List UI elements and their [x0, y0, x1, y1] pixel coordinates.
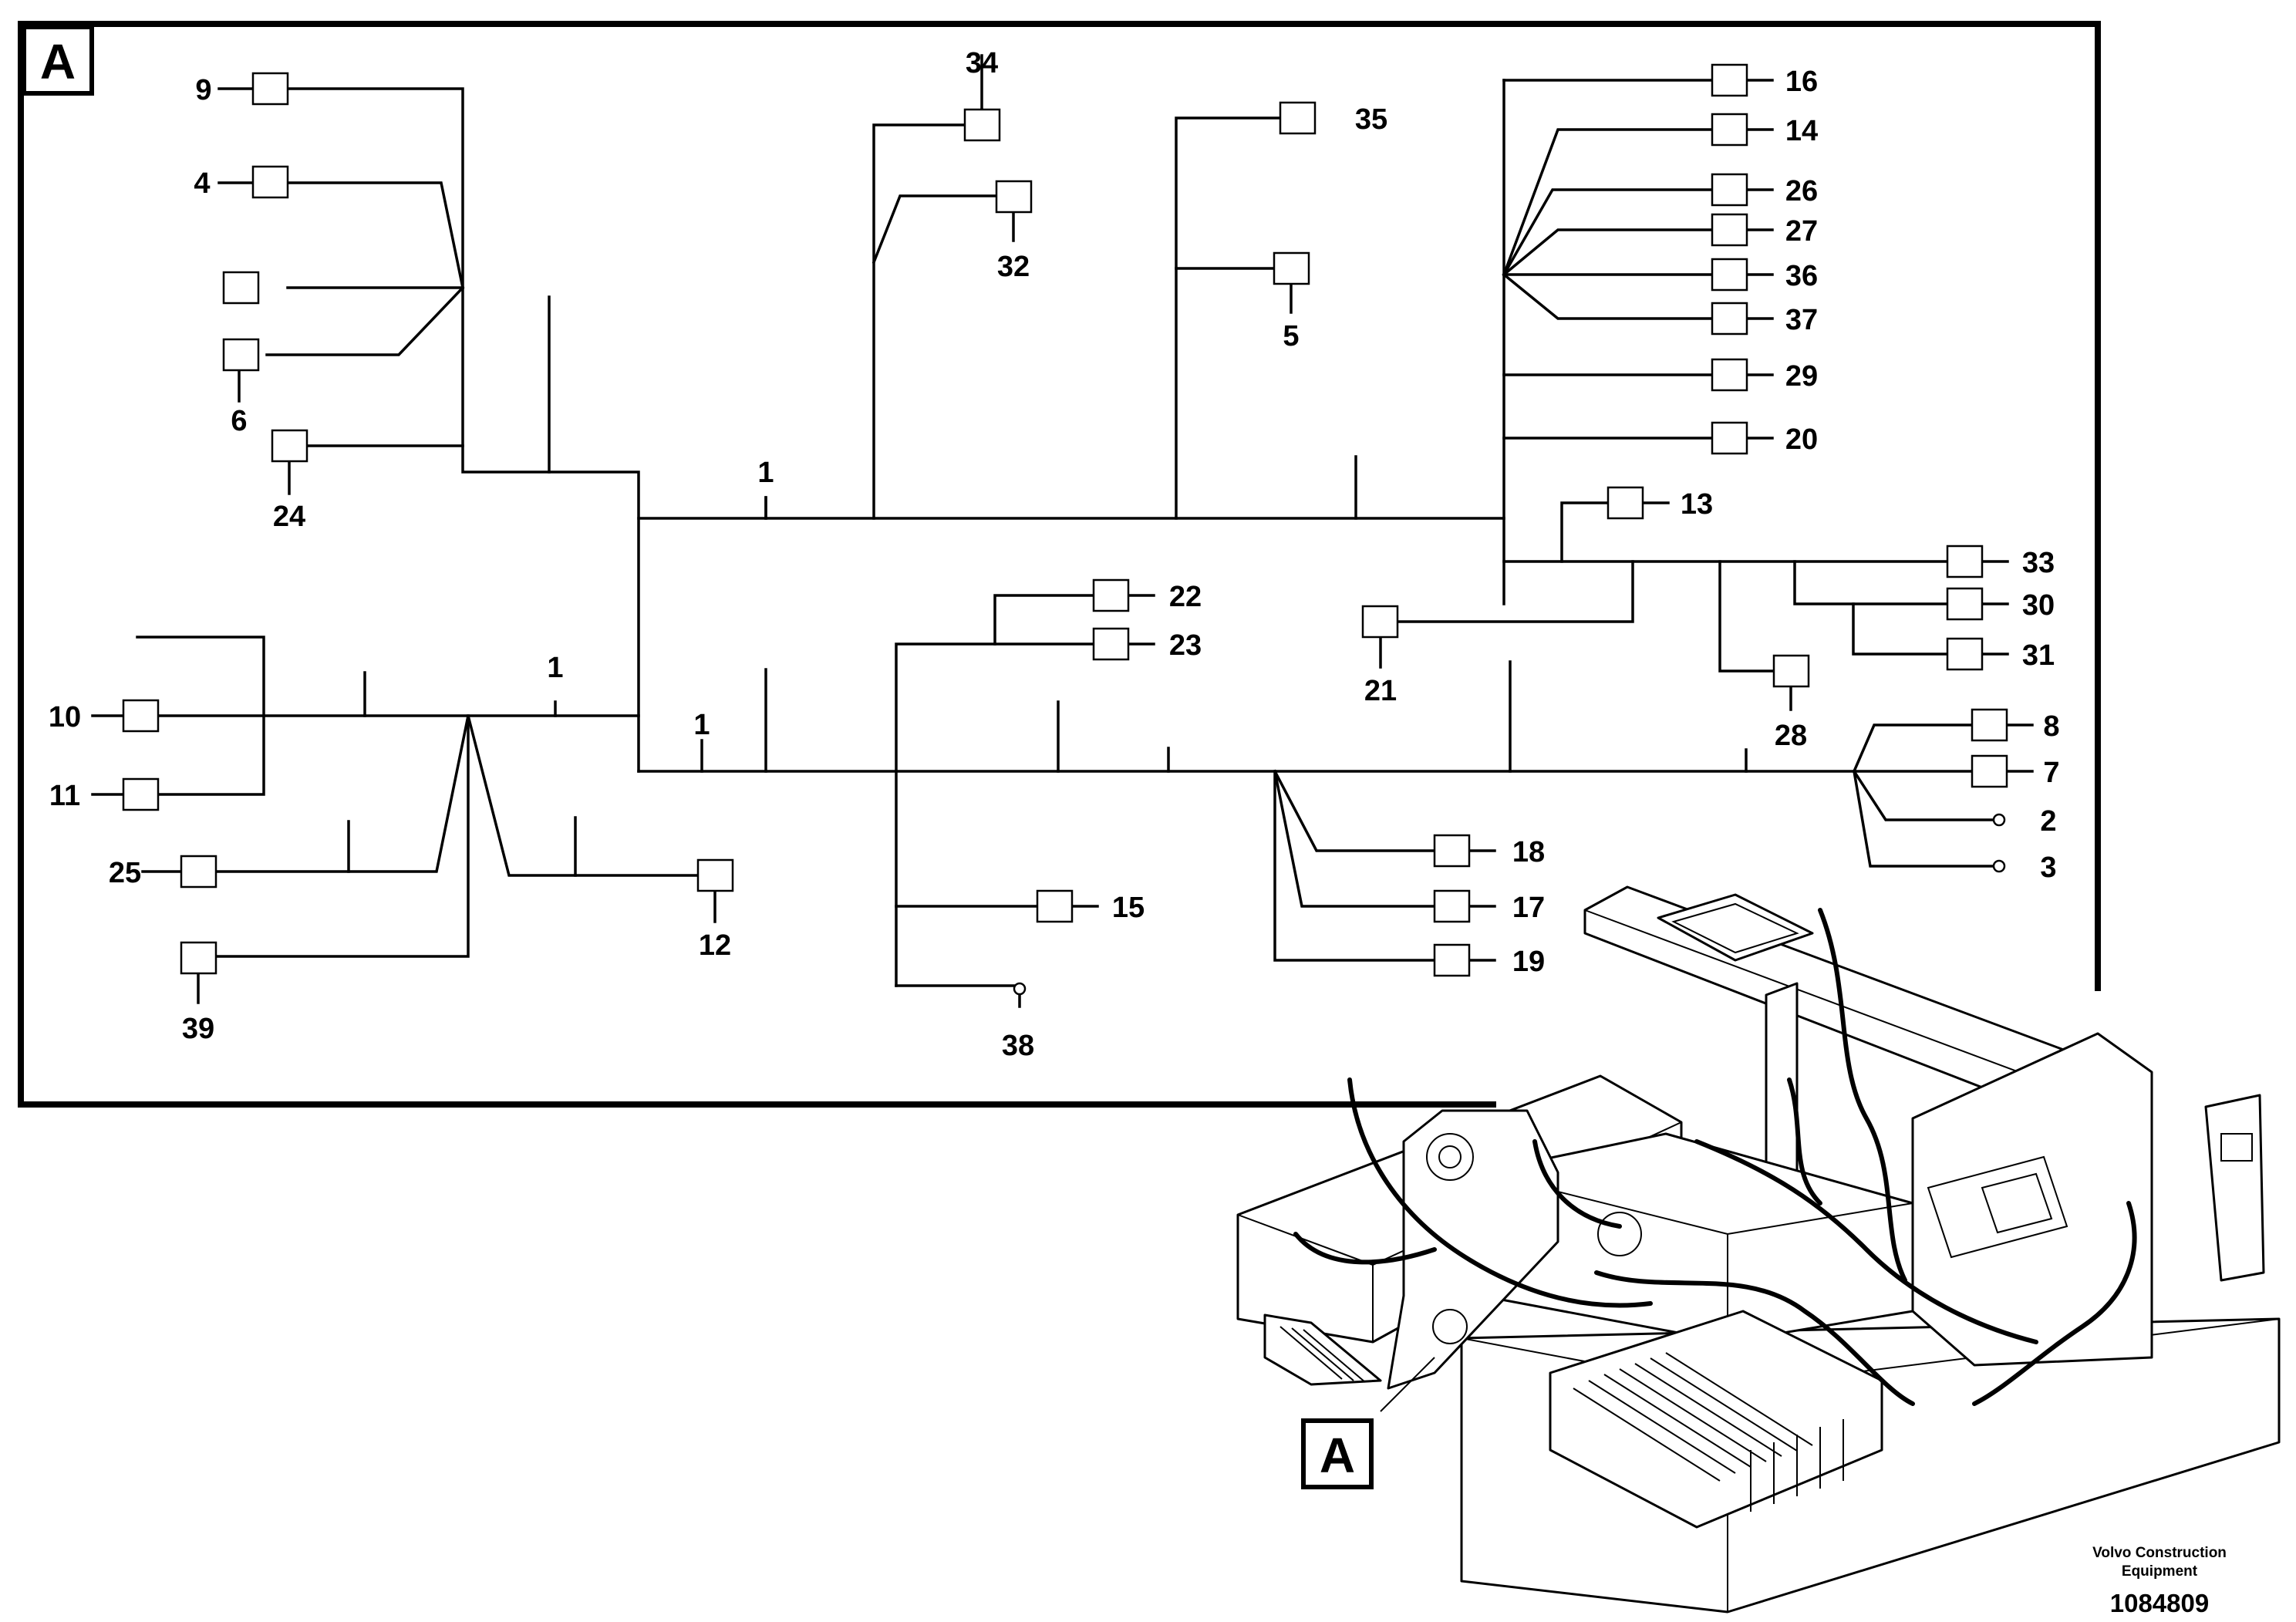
connector-unlabeled-a: [222, 271, 260, 305]
item-label-28: 28: [1775, 720, 1807, 752]
detail-label: A: [40, 34, 76, 89]
connector-4: [251, 165, 289, 199]
connector-19: [1433, 943, 1471, 977]
item-label-17: 17: [1512, 892, 1545, 924]
item-label-21: 21: [1364, 675, 1397, 707]
connectors: [122, 63, 2008, 996]
item-label-36: 36: [1785, 260, 1818, 292]
item-label-27: 27: [1785, 215, 1818, 248]
item-label-38: 38: [1002, 1030, 1034, 1062]
connector-37: [1711, 302, 1748, 336]
connector-9: [251, 72, 289, 106]
connector-12: [696, 858, 734, 892]
connector-30: [1946, 587, 1984, 621]
item-label-19: 19: [1512, 946, 1545, 978]
connector-14: [1711, 113, 1748, 147]
connector-23: [1092, 627, 1130, 661]
item-labels: 1 1 1 2 3 4 5 6 7 8 9 10 11 12 13 14 15 …: [49, 47, 2060, 1062]
item-label-1: 1: [693, 709, 710, 741]
item-label-13: 13: [1681, 488, 1713, 521]
connector-11: [122, 777, 160, 811]
item-label-1: 1: [757, 457, 774, 489]
connector-32: [995, 180, 1033, 214]
item-label-31: 31: [2022, 639, 2055, 672]
connector-33: [1946, 545, 1984, 578]
item-label-2: 2: [2040, 805, 2056, 838]
connector-26: [1711, 173, 1748, 207]
item-label-37: 37: [1785, 304, 1818, 336]
item-label-7: 7: [2043, 757, 2059, 789]
item-label-23: 23: [1169, 629, 1202, 662]
item-label-15: 15: [1112, 892, 1145, 924]
drawing-footer: Volvo Construction Equipment 1084809: [2092, 1545, 2227, 1617]
connector-5: [1273, 251, 1310, 285]
item-label-1: 1: [547, 652, 563, 684]
connector-27: [1711, 213, 1748, 247]
item-label-8: 8: [2043, 710, 2059, 743]
manufacturer-line-2: Equipment: [2122, 1563, 2198, 1580]
connector-17: [1433, 889, 1471, 923]
connector-31: [1946, 637, 1984, 671]
connector-16: [1711, 63, 1748, 97]
connector-36: [1711, 258, 1748, 292]
connector-24: [271, 429, 308, 463]
terminal-3: [1992, 859, 2006, 873]
connector-21: [1361, 605, 1399, 639]
connector-10: [122, 699, 160, 733]
item-label-29: 29: [1785, 360, 1818, 393]
terminal-2: [1992, 813, 2006, 827]
connector-34: [963, 108, 1001, 142]
item-label-39: 39: [182, 1013, 214, 1045]
terminal-38: [1013, 982, 1027, 996]
item-label-5: 5: [1283, 320, 1299, 352]
connector-20: [1711, 421, 1748, 455]
connector-7: [1971, 754, 2008, 788]
connector-29: [1711, 358, 1748, 392]
view-callout: A: [1301, 1418, 1374, 1489]
callout-label: A: [1320, 1428, 1355, 1483]
item-label-6: 6: [231, 405, 247, 437]
item-label-16: 16: [1785, 66, 1818, 98]
item-label-20: 20: [1785, 423, 1818, 456]
manufacturer-line-1: Volvo Construction: [2092, 1545, 2227, 1561]
connector-8: [1971, 708, 2008, 742]
item-label-3: 3: [2040, 851, 2056, 884]
connector-6: [222, 338, 260, 372]
item-label-10: 10: [49, 701, 81, 733]
connector-35: [1279, 101, 1317, 135]
item-label-25: 25: [109, 857, 141, 889]
item-label-33: 33: [2022, 547, 2055, 579]
item-label-4: 4: [194, 167, 210, 200]
connector-39: [180, 941, 217, 975]
item-label-18: 18: [1512, 836, 1545, 868]
detail-label-box: A: [22, 25, 94, 96]
connector-25: [180, 855, 217, 889]
harness-wires: [91, 54, 2034, 1008]
connector-22: [1092, 578, 1130, 612]
item-label-34: 34: [966, 47, 998, 79]
item-label-14: 14: [1785, 115, 1818, 147]
detail-frame: [18, 21, 2101, 1108]
item-label-24: 24: [273, 501, 305, 533]
item-label-32: 32: [997, 251, 1030, 283]
connector-18: [1433, 834, 1471, 868]
item-label-12: 12: [699, 929, 731, 962]
item-label-22: 22: [1169, 581, 1202, 613]
connector-28: [1772, 654, 1810, 688]
item-label-35: 35: [1355, 103, 1387, 136]
item-label-26: 26: [1785, 175, 1818, 207]
machine-illustration: [1236, 885, 2281, 1614]
connector-13: [1607, 486, 1644, 520]
connector-15: [1036, 889, 1074, 923]
item-label-30: 30: [2022, 589, 2055, 622]
item-label-9: 9: [195, 74, 211, 106]
item-label-11: 11: [49, 780, 80, 812]
drawing-number: 1084809: [2110, 1589, 2209, 1617]
